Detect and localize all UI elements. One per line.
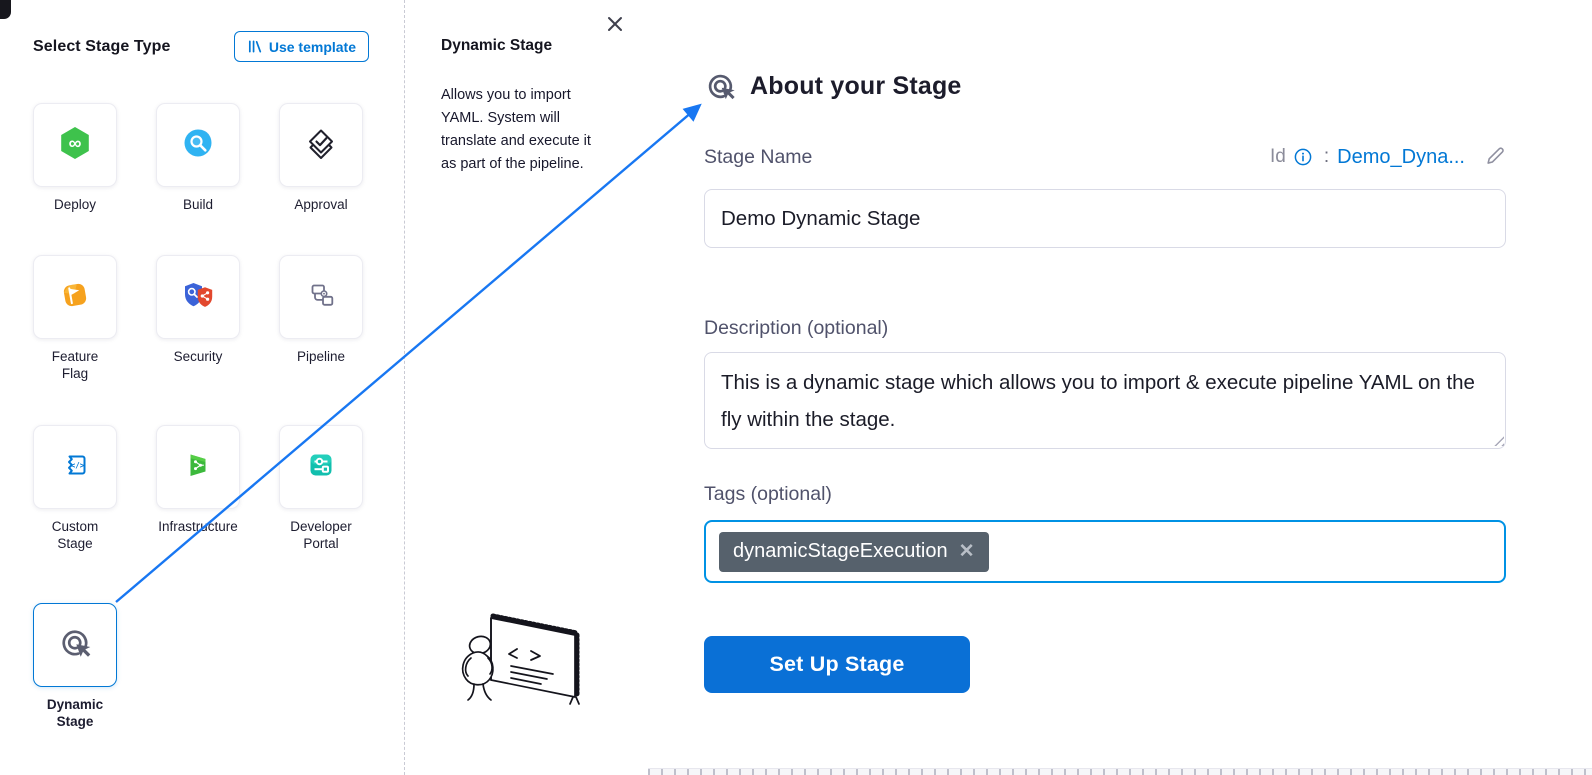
stage-type-panel: Select Stage Type Use template ∞: [0, 0, 404, 775]
stage-cards-grid: ∞ Deploy Build: [33, 103, 363, 730]
tags-input[interactable]: dynamicStageExecution ✕: [704, 520, 1506, 583]
select-stage-type-title: Select Stage Type: [33, 37, 171, 55]
stage-label: Deploy: [53, 197, 97, 212]
tag-chip: dynamicStageExecution ✕: [719, 531, 989, 572]
stage-label: Custom Stage: [51, 519, 99, 551]
canvas-grid-edge: [648, 768, 1592, 775]
dynamic-stage-icon: [55, 623, 95, 668]
stage-name-row: Stage Name Id : Demo_Dyna...: [704, 145, 1506, 169]
stage-label: Approval: [294, 197, 348, 212]
stage-cell-approval: Approval: [279, 103, 363, 255]
id-label: Id: [1270, 146, 1286, 167]
description-label: Description (optional): [704, 317, 889, 339]
svg-text:∞: ∞: [69, 133, 82, 153]
svg-text:</>: </>: [71, 460, 85, 469]
info-icon[interactable]: [1294, 148, 1312, 166]
info-panel-title: Dynamic Stage: [441, 37, 553, 54]
about-title: About your Stage: [750, 72, 962, 100]
stage-card-build[interactable]: [156, 103, 240, 187]
stage-cell-developer-portal: Developer Portal: [279, 425, 363, 603]
stage-card-approval[interactable]: [279, 103, 363, 187]
stage-card-pipeline[interactable]: [279, 255, 363, 339]
stage-label: Security: [173, 349, 223, 364]
stage-card-custom-stage[interactable]: </>: [33, 425, 117, 509]
stage-cell-custom-stage: </> Custom Stage: [33, 425, 117, 603]
stage-cell-dynamic-stage: Dynamic Stage: [33, 603, 117, 730]
edit-id-button[interactable]: [1485, 145, 1506, 169]
stage-label: Infrastructure: [158, 519, 238, 534]
set-up-stage-button[interactable]: Set Up Stage: [704, 636, 970, 693]
use-template-button[interactable]: Use template: [233, 31, 369, 62]
stage-label: Feature Flag: [51, 349, 99, 381]
stage-card-security[interactable]: [156, 255, 240, 339]
stage-cell-security: Security: [156, 255, 240, 425]
infrastructure-icon: [178, 445, 218, 490]
approval-icon: [301, 123, 341, 168]
stage-cell-infrastructure: Infrastructure: [156, 425, 240, 603]
description-textarea[interactable]: This is a dynamic stage which allows you…: [704, 352, 1506, 449]
stage-card-dynamic-stage[interactable]: [33, 603, 117, 687]
build-icon: [178, 123, 218, 168]
stage-type-header: Select Stage Type Use template: [33, 31, 369, 62]
stage-card-developer-portal[interactable]: [279, 425, 363, 509]
stage-card-deploy[interactable]: ∞: [33, 103, 117, 187]
stage-id-group: Id : Demo_Dyna...: [1270, 145, 1506, 169]
stage-card-infrastructure[interactable]: [156, 425, 240, 509]
stage-cell-feature-flag: Feature Flag: [33, 255, 117, 425]
pipeline-icon: [301, 275, 341, 320]
stage-cell-build: Build: [156, 103, 240, 255]
id-colon: :: [1323, 146, 1330, 167]
tag-remove-icon[interactable]: ✕: [958, 541, 975, 562]
window-corner-artifact: [0, 0, 11, 19]
tags-label: Tags (optional): [704, 483, 832, 505]
stage-name-input[interactable]: [704, 189, 1506, 248]
stage-label: Developer Portal: [290, 519, 352, 551]
close-icon[interactable]: [606, 15, 626, 35]
deploy-icon: ∞: [55, 123, 95, 168]
presenter-illustration: [453, 606, 585, 723]
stage-id-value[interactable]: Demo_Dyna...: [1337, 145, 1465, 168]
stage-cell-pipeline: Pipeline: [279, 255, 363, 425]
stage-card-feature-flag[interactable]: [33, 255, 117, 339]
stage-info-panel: Dynamic Stage Allows you to import YAML.…: [405, 0, 641, 775]
dynamic-stage-icon: [702, 68, 739, 105]
about-stage-panel: About your Stage Stage Name Id : Demo_Dy…: [640, 0, 1592, 775]
stage-label: Pipeline: [296, 349, 346, 364]
security-icon: [178, 275, 218, 320]
stage-name-label: Stage Name: [704, 145, 813, 168]
developer-portal-icon: [301, 445, 341, 490]
custom-stage-icon: </>: [55, 445, 95, 490]
template-library-icon: [247, 39, 262, 54]
about-header: About your Stage: [702, 68, 962, 105]
stage-label: Build: [182, 197, 214, 212]
info-panel-description: Allows you to import YAML. System will t…: [441, 87, 591, 172]
tag-chip-label: dynamicStageExecution: [733, 540, 948, 562]
stage-cell-deploy: ∞ Deploy: [33, 103, 117, 255]
stage-label: Dynamic Stage: [46, 697, 104, 729]
feature-flag-icon: [55, 275, 95, 320]
